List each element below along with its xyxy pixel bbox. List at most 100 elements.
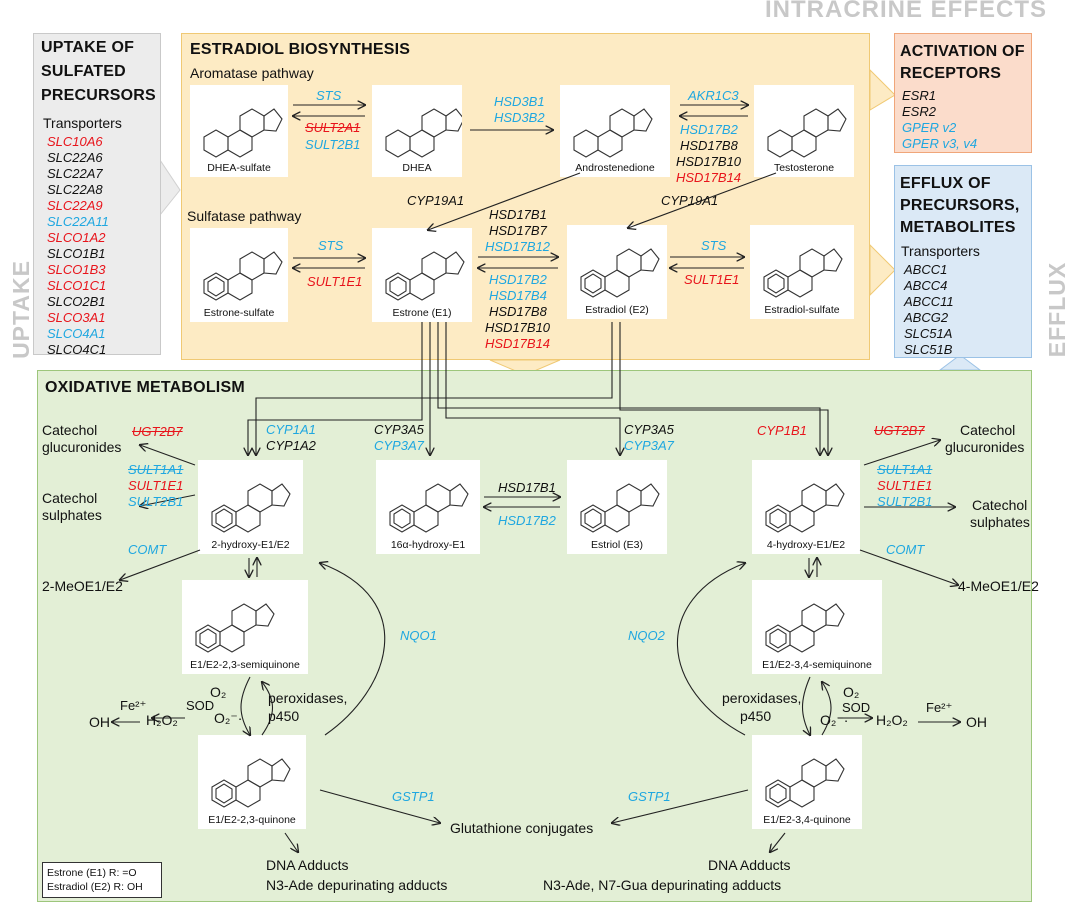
sulfatase-pathway-label: Sulfatase pathway [187, 208, 302, 224]
enzyme-sult1e1-2: SULT1E1 [684, 272, 740, 287]
redox-sod-left: SOD [186, 698, 215, 713]
uptake-transporter-item: SLCO2B1 [47, 294, 106, 309]
receptor-item: ESR2 [902, 104, 936, 119]
uptake-transporter-item: SLCO4C1 [47, 342, 107, 357]
efflux-transporter-item: ABCC4 [904, 278, 948, 293]
enzyme-gstp1-right: GSTP1 [628, 789, 671, 804]
mol-2-3-semiquinone: E1/E2-2,3-semiquinone [182, 580, 308, 674]
mol-2-hydroxy: 2-hydroxy-E1/E2 [198, 460, 303, 554]
redox-o2-right: O₂ [843, 684, 860, 700]
efflux-transporter-item: SLC51A [904, 326, 953, 341]
redox-p450-left: p450 [268, 708, 300, 724]
efflux-title-3: METABOLITES [900, 219, 1016, 236]
dna-adducts-right: DNA Adducts [708, 857, 791, 873]
efflux-title-1: EFFLUX OF [900, 175, 991, 192]
enzyme-hsd3b2: HSD3B2 [494, 110, 545, 125]
uptake-transporter-item: SLC10A6 [47, 134, 103, 149]
mol-estradiol-sulfate: Estradiol-sulfate [750, 225, 854, 319]
efflux-transporter-item: ABCC1 [904, 262, 948, 277]
mol-16a-hydroxy-e1: 16α-hydroxy-E1 [376, 460, 480, 554]
catechol-glucuronides-right-2: glucuronides [945, 439, 1025, 455]
uptake-transporter-item: SLC22A8 [47, 182, 103, 197]
uptake-transporter-item: SLC22A11 [47, 214, 109, 229]
activation-title-1: ACTIVATION OF [900, 43, 1025, 60]
catechol-glucuronides-right-1: Catechol [960, 422, 1016, 438]
mol-dhea-sulfate: DHEA-sulfate [190, 85, 288, 177]
uptake-transporter-item: SLC22A7 [47, 166, 103, 181]
enzyme-ugt2b7-left: UGT2B7 [132, 424, 183, 439]
enzyme-hsd17b8-1: HSD17B8 [680, 138, 738, 153]
uptake-transporter-item: SLCO1B1 [47, 246, 106, 261]
enzyme-cyp1a1: CYP1A1 [266, 422, 316, 437]
redox-h2o2-left: H₂O₂ [146, 712, 178, 728]
enzyme-gstp1-left: GSTP1 [392, 789, 435, 804]
enzyme-sult1a1-left: SULT1A1 [128, 462, 184, 477]
receptor-item: GPER v2 [902, 120, 957, 135]
enzyme-akr1c3: AKR1C3 [688, 88, 739, 103]
enzyme-sult2b1-left: SULT2B1 [128, 494, 184, 509]
uptake-transporter-item: SLCO1A2 [47, 230, 106, 245]
enzyme-ugt2b7-right: UGT2B7 [874, 423, 925, 438]
enzyme-sts-2: STS [318, 238, 344, 253]
enzyme-hsd17b2-2: HSD17B2 [489, 272, 547, 287]
mol-4-hydroxy: 4-hydroxy-E1/E2 [752, 460, 860, 554]
efflux-transporter-item: ABCC11 [904, 294, 954, 309]
redox-fe-right: Fe²⁺ [926, 700, 953, 715]
redox-h2o2-right: H₂O₂ [876, 712, 908, 728]
catechol-glucuronides-left-1: Catechol [42, 422, 98, 438]
redox-p450-right: p450 [740, 708, 772, 724]
mol-3-4-semiquinone: E1/E2-3,4-semiquinone [752, 580, 882, 674]
enzyme-comt-left: COMT [128, 542, 167, 557]
enzyme-hsd17b4: HSD17B4 [489, 288, 547, 303]
receptor-item: GPER v3, v4 [902, 136, 978, 151]
uptake-transporters-label: Transporters [43, 115, 122, 131]
meo-4: 4-MeOE1/E2 [958, 578, 1039, 594]
mol-androstenedione: Androstenedione [560, 85, 670, 177]
enzyme-sult1e1-1: SULT1E1 [307, 274, 363, 289]
meo-2: 2-MeOE1/E2 [42, 578, 123, 594]
efflux-transporter-item: SLC51B [904, 342, 953, 357]
redox-o2rad-left: O₂⁻· [214, 710, 243, 726]
enzyme-sts-3: STS [701, 238, 727, 253]
enzyme-hsd17b10-2: HSD17B10 [485, 320, 551, 335]
enzyme-hsd17b10-1: HSD17B10 [676, 154, 742, 169]
glutathione-conjugates: Glutathione conjugates [450, 820, 594, 836]
enzyme-hsd17b14-2: HSD17B14 [485, 336, 551, 351]
redox-sod-right: SOD [842, 700, 871, 715]
uptake-title-3: PRECURSORS [41, 87, 156, 104]
dna-adducts-left-detail: N3-Ade depurinating adducts [266, 877, 448, 893]
uptake-transporter-item: SLCO1C1 [47, 278, 107, 293]
uptake-transporter-item: SLC22A6 [47, 150, 103, 165]
enzyme-sult1e1-left: SULT1E1 [128, 478, 184, 493]
enzyme-hsd17b14-1: HSD17B14 [676, 170, 742, 185]
enzyme-cyp3a7-left: CYP3A7 [374, 438, 424, 453]
mol-dhea: DHEA [372, 85, 462, 177]
enzyme-cyp1b1: CYP1B1 [757, 423, 807, 438]
r-group-legend: Estrone (E1) R: =O Estradiol (E2) R: OH [42, 862, 162, 898]
catechol-sulphates-right-1: Catechol [972, 497, 1028, 513]
efflux-transporters-label: Transporters [901, 243, 980, 259]
enzyme-hsd17b1-2: HSD17B1 [498, 480, 556, 495]
redox-fe-left: Fe²⁺ [120, 698, 147, 713]
enzyme-hsd3b1: HSD3B1 [494, 94, 545, 109]
enzyme-nqo1: NQO1 [400, 628, 437, 643]
enzyme-sult2b1-1: SULT2B1 [305, 137, 361, 152]
enzyme-cyp1a2: CYP1A2 [266, 438, 316, 453]
enzyme-cyp3a5-right: CYP3A5 [624, 422, 674, 437]
enzyme-hsd17b12: HSD17B12 [485, 239, 551, 254]
uptake-transporter-item: SLC22A9 [47, 198, 103, 213]
dna-adducts-left: DNA Adducts [266, 857, 349, 873]
enzyme-sts-1: STS [316, 88, 342, 103]
activation-title-2: RECEPTORS [900, 65, 1002, 82]
mol-estrone: Estrone (E1) [372, 228, 472, 322]
mol-estradiol: Estradiol (E2) [567, 225, 667, 319]
uptake-title-1: UPTAKE OF [41, 39, 135, 56]
activation-panel [894, 33, 1032, 153]
oxidative-title: OXIDATIVE METABOLISM [45, 379, 245, 396]
catechol-sulphates-left: Catechol [42, 490, 98, 506]
efflux-panel [894, 165, 1032, 358]
enzyme-comt-right: COMT [886, 542, 925, 557]
mol-estrone-sulfate: Estrone-sulfate [190, 228, 288, 322]
